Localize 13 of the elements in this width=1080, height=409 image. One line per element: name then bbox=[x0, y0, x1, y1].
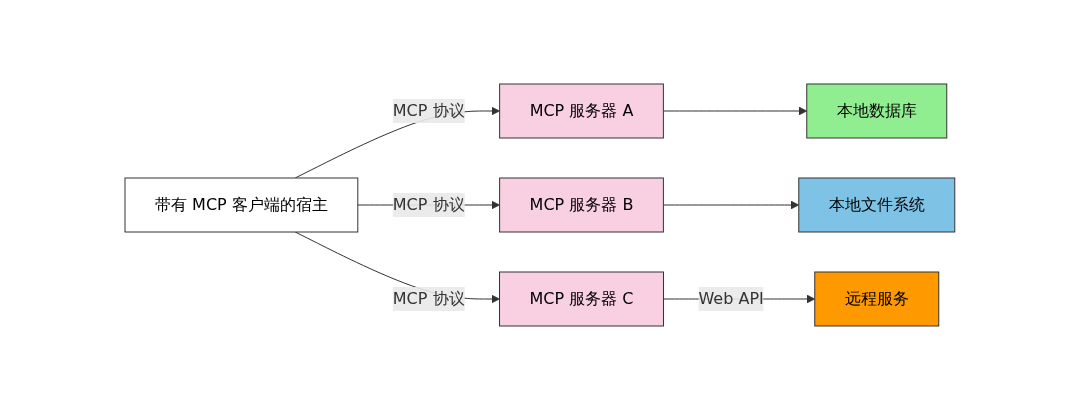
edge-label: MCP 协议 bbox=[392, 194, 465, 214]
node-box: MCP 服务器 A bbox=[499, 83, 664, 138]
node-box: 远程服务 bbox=[814, 271, 940, 326]
arrow bbox=[663, 106, 808, 115]
node-box: 带有 MCP 客户端的宿主 bbox=[124, 177, 359, 232]
edge-label: Web API bbox=[698, 288, 764, 308]
edge-label: MCP 协议 bbox=[392, 288, 465, 308]
node-box: 本地数据库 bbox=[806, 83, 948, 138]
node-box: 本地文件系统 bbox=[798, 177, 956, 232]
node-box: MCP 服务器 C bbox=[499, 271, 665, 326]
node-box: MCP 服务器 B bbox=[499, 177, 664, 232]
arrow bbox=[663, 200, 800, 209]
edge-label: MCP 协议 bbox=[392, 100, 465, 120]
